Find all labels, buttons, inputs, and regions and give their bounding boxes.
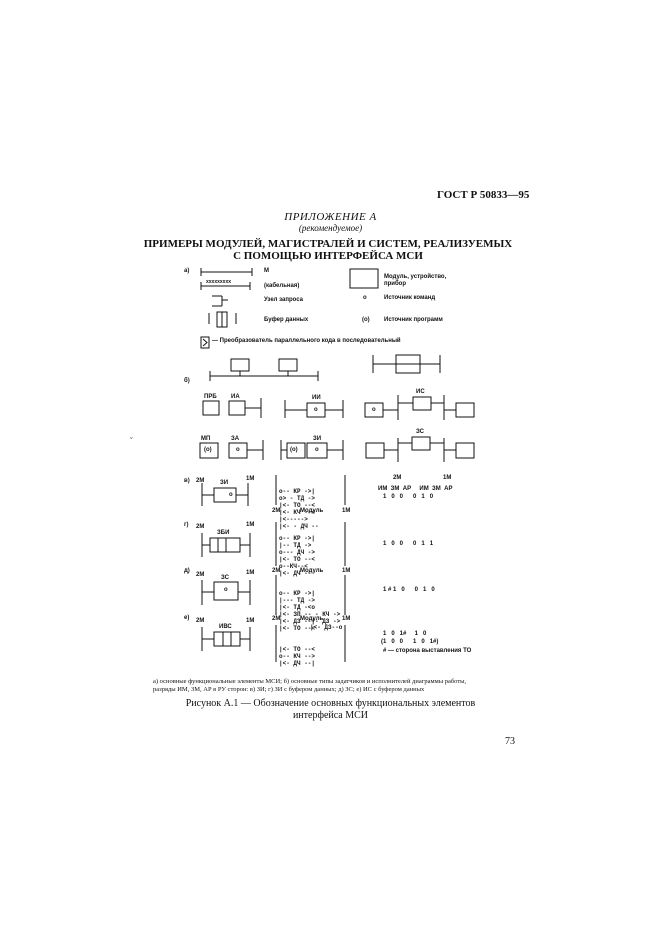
appendix-subtitle: (рекомендуемое) [298,223,363,233]
legend-cable-line [200,282,251,290]
e-vals2: (1 0 0 1 0 1#) [381,639,439,645]
e-top-1m: 1М [342,616,351,622]
page-number: 73 [505,736,515,747]
v-box-label: ЗИ [220,480,229,486]
b-ii-dot: о [314,407,318,413]
legend-cable-label: (кабельная) [264,283,300,289]
legend-prog-label: Источник программ [384,317,443,323]
appendix-title: ПРИЛОЖЕНИЕ А [284,211,377,223]
b-zi-sym: (о) [290,447,298,453]
legend-query-node [212,295,228,307]
e-top-2m: 2М [272,616,281,622]
v-bot-1m: 1М [342,508,351,514]
e-signal-list: |<- ТО --<о-- КЧ -->|<- ДЧ --| [279,646,316,667]
standard-number: ГОСТ Р 50833—95 [437,189,530,201]
b-is-label: ИС [416,389,425,395]
b-ia-label: ИА [231,394,240,400]
legend-buffer-label: Буфер данных [264,317,309,323]
d-top-1m: 1М [342,568,351,574]
figure-caption-line2: интерфейса МСИ [292,710,369,721]
caption-footnote-2: разряды ИМ, ЗМ, АР в РУ сторон: в) ЗИ; г… [153,686,425,693]
d-letter: д) [184,568,190,574]
g-letter: г) [184,522,189,528]
margin-mark: ˇ [130,436,133,445]
b-is-left-dot: о [372,407,376,413]
d-2m: 2М [196,572,205,578]
v-hdr-1m: 1М [443,475,452,481]
legend-prog-symbol: (о) [362,317,370,323]
legend-converter-label: — Преобразователь параллельного кода в п… [212,338,401,344]
v-vals: 1 0 0 0 1 0 [383,494,434,500]
v-cols: ИМ ЗМ АР ИМ ЗМ АР [378,486,453,492]
b-za-label: ЗА [231,436,240,442]
legend-bus-label: М [264,268,269,274]
legend-buffer [208,311,237,328]
d-top-2m: 2М [272,568,281,574]
v-1m: 1М [246,476,255,482]
e-2m: 2М [196,618,205,624]
v-box-dot: о [229,492,233,498]
b-mp-label: МП [201,436,211,442]
v-bot-2m: 2М [272,508,281,514]
legend-a-letter: а) [184,268,190,274]
figure-caption-line1: Рисунок А.1 — Обозначение основных функц… [185,698,476,709]
g-signal-list: о-- КР ->||-- ТД ->о--- ДЧ ->|<- ТО --<о… [279,535,316,577]
d-box-dot: о [224,587,228,593]
b-mp-sym: (о) [204,447,212,453]
legend-bus-line [200,268,253,276]
b-bus-long [209,358,319,381]
e-vals1: 1 0 1# 1 0 [383,631,427,637]
legend-module-label: Модуль, устройство, прибор [384,274,447,287]
d-signal-list: о-- КР ->||--- ТД ->|<- ТД -<о|<- ЗП -- … [279,590,341,632]
legend-query-label: Узел запроса [264,297,304,303]
legend-cable-marks: ххххххххх [206,279,232,285]
g-1m: 1М [246,522,255,528]
legend-module-box [349,268,379,289]
b-zi-dot: о [315,447,319,453]
e-box-label: ИВС [219,624,232,630]
b-prb-label: ПРБ [204,394,217,400]
v-signal-list: о-- КР ->|о> - ТД ->|<- ТО --<|<- КЧ --<… [279,488,319,530]
d-1m: 1М [246,570,255,576]
g-box-label: ЗБИ [217,530,230,536]
heading-line2: С ПОМОЩЬЮ ИНТЕРФЕЙСА МСИ [233,250,423,262]
b-letter: б) [184,378,190,384]
legend-cmd-label: Источник команд [384,295,436,301]
v-letter: в) [184,478,190,484]
e-top-module: Модуль [300,616,324,622]
b-za-sym: о [236,447,240,453]
g-2m: 2М [196,524,205,530]
b-zi-label: ЗИ [313,436,322,442]
e-note: # — сторона выставления ТО [383,648,472,654]
g-vals: 1 0 0 0 1 1 [383,541,434,547]
legend-cmd-symbol: о [363,295,367,301]
b-ii-label: ИИ [312,395,321,401]
e-1m: 1М [246,618,255,624]
d-box-label: ЗС [221,575,229,581]
v-bot-module: Модуль [300,508,324,514]
b-bus-short [372,354,441,374]
b-zs-label: ЗС [416,429,424,435]
d-vals: 1 # 1 0 0 1 0 [383,587,435,593]
d-top-module: Модуль [300,568,324,574]
caption-footnote-1: а) основные функциональные элементы МСИ;… [153,678,467,685]
heading-line1: ПРИМЕРЫ МОДУЛЕЙ, МАГИСТРАЛЕЙ И СИСТЕМ, Р… [143,238,513,250]
v-hdr-2m: 2М [393,475,402,481]
v-2m: 2М [196,478,205,484]
e-letter: е) [184,615,190,621]
e-signal-top: |<- ДЗ--о [310,624,343,631]
legend-converter-box [200,336,210,349]
